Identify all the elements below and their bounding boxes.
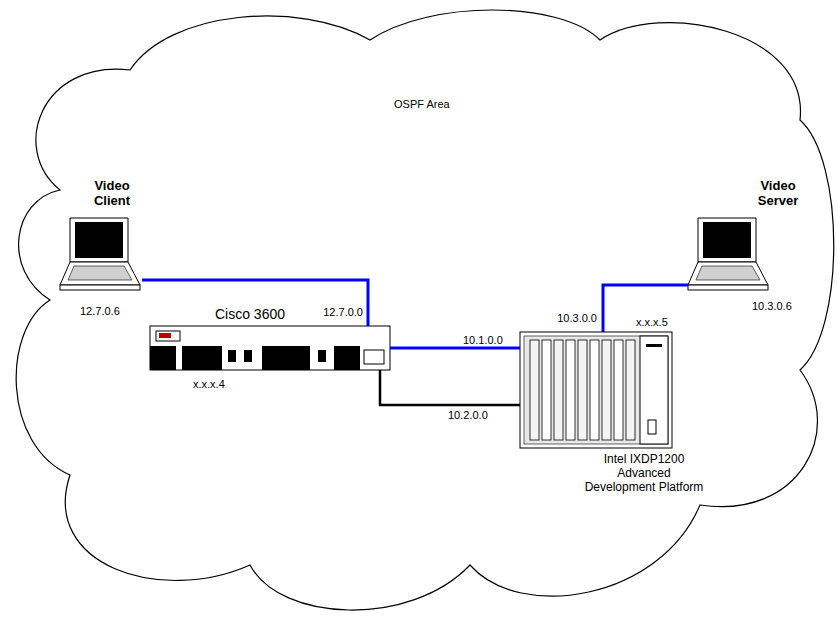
subnet-label: 10.3.0.0	[556, 312, 598, 324]
card-slot	[602, 340, 611, 440]
card-slot	[530, 340, 539, 440]
router-icon	[150, 326, 390, 370]
address-label: 10.3.0.6	[752, 300, 792, 312]
network-link	[603, 285, 688, 332]
network-link	[380, 370, 520, 405]
area-label: OSPF Area	[394, 98, 450, 110]
laptop-icon	[60, 218, 140, 290]
address-label: x.x.x.4	[193, 378, 225, 390]
device-node: Cisco 3600	[150, 326, 390, 370]
card-slot	[590, 340, 599, 440]
address-label: 12.7.0.6	[80, 305, 120, 317]
ospf-cloud	[16, 10, 834, 610]
subnet-label: 10.1.0.0	[462, 334, 504, 346]
device-node: Video Server	[688, 213, 770, 291]
card-slot	[542, 340, 551, 440]
device-node: Intel IXDP1200 Advanced Development Plat…	[520, 332, 672, 448]
device-heading: Cisco 3600	[200, 306, 300, 322]
card-slot	[626, 340, 635, 440]
card-slot	[614, 340, 623, 440]
card-slot	[554, 340, 563, 440]
laptop-icon	[688, 218, 768, 290]
subnet-label: 10.2.0.0	[447, 409, 489, 421]
card-slot	[566, 340, 575, 440]
device-heading: Intel IXDP1200 Advanced Development Plat…	[582, 453, 706, 494]
network-link	[390, 347, 520, 350]
subnet-label: 12.7.0.0	[322, 306, 364, 318]
device-node: Video Client	[60, 213, 142, 291]
device-heading: Video Client	[82, 179, 142, 209]
chassis-icon	[520, 332, 672, 448]
address-label: x.x.x.5	[636, 316, 668, 328]
device-heading: Video Server	[746, 179, 810, 209]
network-link	[142, 280, 368, 326]
card-slot	[578, 340, 587, 440]
